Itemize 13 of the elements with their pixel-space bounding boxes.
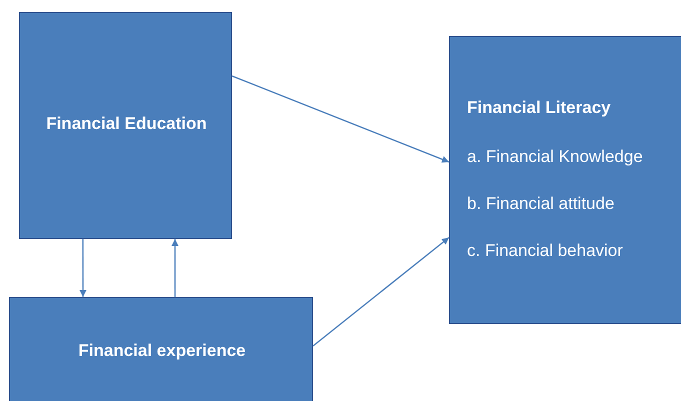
box-heading: Financial Literacy: [467, 98, 611, 118]
literacy-box: [449, 36, 681, 324]
arrow: [172, 239, 178, 297]
arrow: [79, 239, 86, 297]
arrow: [232, 75, 450, 163]
list-item: b. Financial attitude: [467, 194, 614, 214]
arrow: [312, 237, 450, 347]
list-item: c. Financial behavior: [467, 241, 623, 261]
education-box: [19, 12, 232, 239]
experience-box: [9, 297, 313, 401]
box-label: Financial experience: [77, 341, 247, 361]
list-item: a. Financial Knowledge: [467, 147, 643, 167]
box-label: Financial Education: [45, 114, 208, 134]
